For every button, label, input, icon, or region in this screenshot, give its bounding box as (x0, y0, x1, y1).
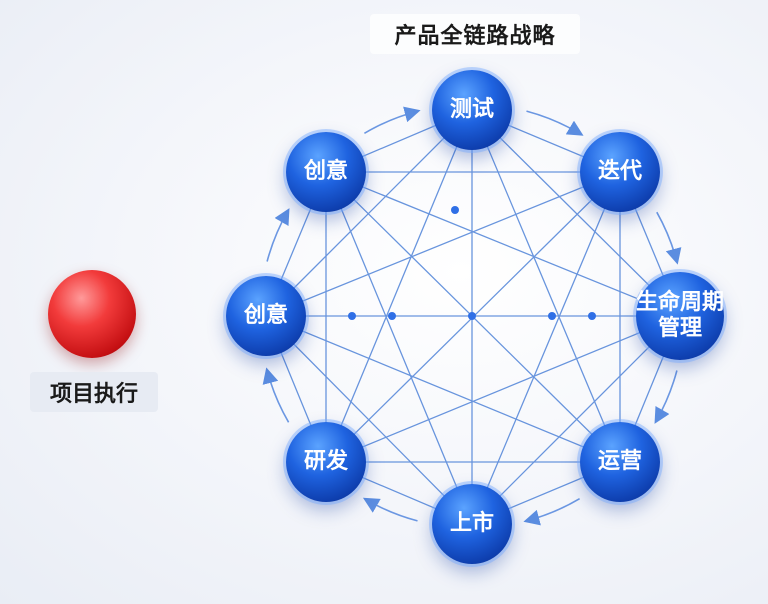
junction-dot-5 (451, 206, 459, 214)
edge-2-7 (325, 171, 681, 317)
edge-0-3 (471, 109, 621, 463)
node-idea2-label: 创意 (243, 303, 288, 328)
ring-arrow-4 (362, 497, 418, 522)
edge-2-5 (325, 315, 681, 463)
node-rd: 研发 (286, 422, 366, 502)
node-launch-label: 上市 (449, 511, 494, 536)
diagram-title: 产品全链路战略 (370, 14, 580, 54)
edge-4-7 (325, 171, 473, 525)
edge-1-6 (265, 171, 621, 317)
ring-arrow-6 (266, 208, 290, 262)
ring-arrow-0 (526, 110, 584, 136)
project-execution-ball (48, 270, 136, 358)
edge-0-6 (265, 109, 473, 317)
junction-dot-2 (548, 312, 556, 320)
node-launch: 上市 (432, 484, 512, 564)
edge-2-4 (471, 315, 681, 525)
ring-arrow-7 (363, 106, 421, 134)
junction-dot-4 (588, 312, 596, 320)
node-ops: 运营 (580, 422, 660, 502)
ring-arrow-1 (656, 211, 682, 265)
node-test-label: 测试 (449, 97, 494, 122)
junction-dot-3 (348, 312, 356, 320)
node-idea2: 创意 (226, 276, 306, 356)
edge-0-2 (471, 109, 681, 317)
junction-dot-0 (468, 312, 476, 320)
edge-4-6 (265, 315, 473, 525)
node-idea1: 创意 (286, 132, 366, 212)
edge-3-6 (265, 315, 621, 463)
node-deliver-label: 迭代 (597, 159, 642, 184)
edge-0-5 (325, 109, 473, 463)
node-test: 测试 (432, 70, 512, 150)
node-lifecycle: 生命周期管理 (636, 272, 724, 360)
node-idea1-label: 创意 (303, 159, 348, 184)
junction-dot-1 (388, 312, 396, 320)
project-execution-label: 项目执行 (30, 372, 158, 412)
ring-arrow-2 (654, 370, 678, 424)
node-lifecycle-line2: 管理 (657, 316, 702, 341)
node-deliver: 迭代 (580, 132, 660, 212)
node-ops-label: 运营 (597, 449, 642, 474)
edge-1-4 (471, 171, 621, 525)
ring-arrow-3 (523, 498, 581, 526)
node-lifecycle-line1: 生命周期 (636, 290, 725, 315)
ring-arrow-5 (262, 367, 290, 423)
node-rd-label: 研发 (303, 449, 348, 474)
